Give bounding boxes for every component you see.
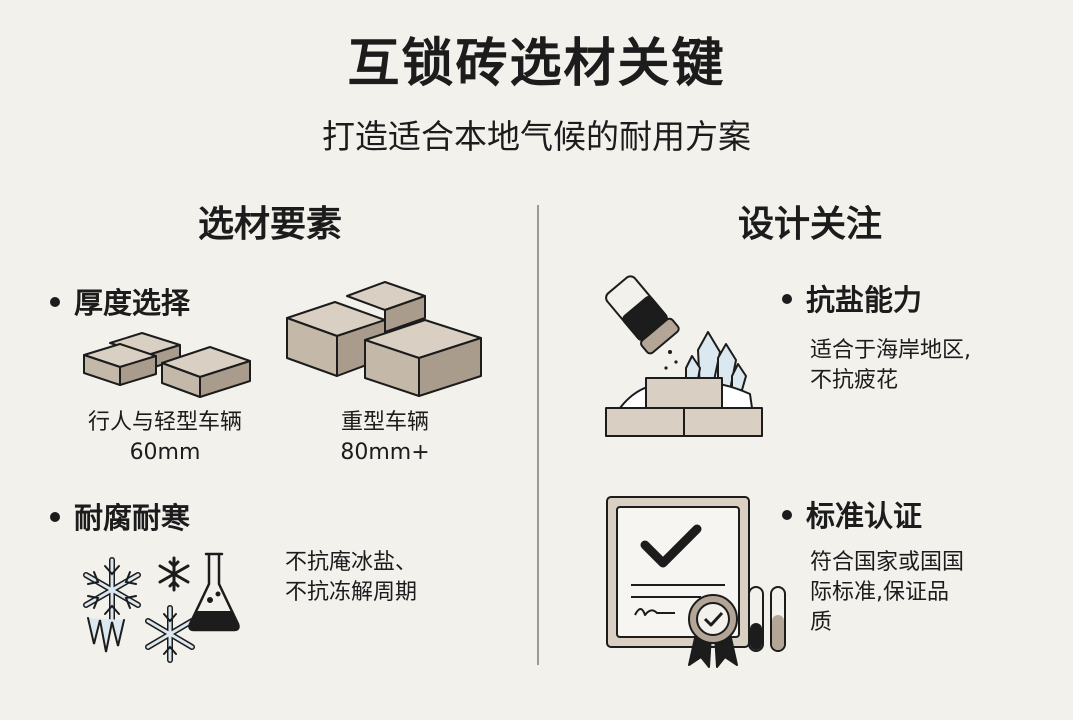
salt-line-1: 适合于海岸地区, xyxy=(810,338,971,363)
durability-line-2: 不抗冻解周期 xyxy=(285,580,418,605)
light-paver-icon xyxy=(83,332,251,398)
durability-heading-text: 耐腐耐寒 xyxy=(74,501,191,535)
salt-description: 适合于海岸地区, 不抗疲花 xyxy=(810,336,971,396)
certificate-icon xyxy=(606,496,786,668)
salt-heading: 抗盐能力 xyxy=(782,286,922,315)
heavy-vehicle-caption: 重型车辆 80mm+ xyxy=(300,408,470,468)
salt-shaker-icon xyxy=(605,275,680,355)
flask-icon xyxy=(188,552,240,632)
light-vehicle-thickness: 60mm xyxy=(129,440,201,465)
small-snowflake-icon xyxy=(158,556,190,592)
heavy-vehicle-thickness: 80mm+ xyxy=(340,440,430,465)
heavy-vehicle-label: 重型车辆 xyxy=(340,410,429,435)
thickness-heading: 厚度选择 xyxy=(50,289,190,318)
bullet-dot xyxy=(50,297,60,307)
right-section-title: 设计关注 xyxy=(737,204,882,245)
bullet-dot xyxy=(782,510,792,520)
bullet-dot xyxy=(782,294,792,304)
page-subtitle: 打造适合本地气候的耐用方案 xyxy=(322,117,751,156)
left-section-title: 选材要素 xyxy=(197,204,342,245)
durability-line-1: 不抗庵冰盐、 xyxy=(285,550,418,575)
cert-line-3: 质 xyxy=(810,610,833,635)
cert-line-1: 符合国家或国国 xyxy=(810,550,965,575)
salt-heading-text: 抗盐能力 xyxy=(806,283,923,317)
seal-icon xyxy=(688,594,738,668)
salt-resistance-icon xyxy=(605,275,763,437)
thickness-heading-text: 厚度选择 xyxy=(74,286,191,320)
light-vehicle-caption: 行人与轻型车辆 60mm xyxy=(60,408,270,468)
durability-heading: 耐腐耐寒 xyxy=(50,504,190,533)
light-vehicle-label: 行人与轻型车辆 xyxy=(87,410,242,435)
lower-snowflake-icon xyxy=(145,605,195,663)
column-divider xyxy=(537,205,539,665)
bullet-dot xyxy=(50,512,60,522)
snowflake-icon xyxy=(83,557,141,623)
heavy-paver-icon xyxy=(286,281,482,397)
page-title: 互锁砖选材关键 xyxy=(347,34,726,94)
salt-line-2: 不抗疲花 xyxy=(810,368,899,393)
cert-heading: 标准认证 xyxy=(782,502,922,531)
cert-line-2: 际标准,保证品 xyxy=(810,580,949,605)
durability-description: 不抗庵冰盐、 不抗冻解周期 xyxy=(285,548,417,608)
test-tube-icon xyxy=(748,586,786,652)
cert-heading-text: 标准认证 xyxy=(806,499,923,533)
frost-chemical-icon xyxy=(83,552,240,663)
cert-description: 符合国家或国国 际标准,保证品 质 xyxy=(810,548,964,638)
